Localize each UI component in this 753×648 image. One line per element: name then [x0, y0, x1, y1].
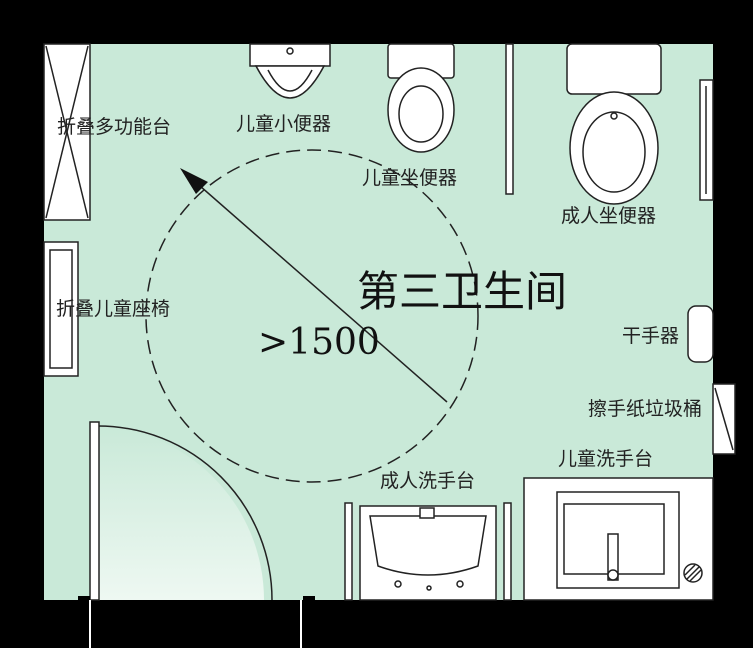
folding-table[interactable]: [43, 43, 91, 221]
label-child-toilet: 儿童坐便器: [362, 167, 457, 189]
label-hand-dryer: 干手器: [622, 325, 679, 347]
turning-circle: [145, 149, 479, 483]
child-urinal[interactable]: [249, 43, 331, 99]
room-title: 第三卫生间: [357, 267, 567, 316]
arrow-head: [180, 168, 208, 194]
radius-line: [183, 171, 448, 403]
door-jamb-right: [303, 596, 315, 648]
label-adult-basin: 成人洗手台: [380, 470, 475, 492]
grab-bar: [505, 43, 514, 195]
door-jamb-left: [78, 596, 90, 648]
label-folding-seat: 折叠儿童座椅: [56, 298, 170, 320]
paper-towel-bin[interactable]: [712, 383, 736, 455]
adult-toilet[interactable]: [566, 43, 662, 205]
radius-dimension: >1500: [258, 322, 380, 363]
label-paper-bin: 擦手纸垃圾桶: [588, 398, 702, 420]
adult-basin[interactable]: [344, 502, 512, 601]
child-basin[interactable]: [523, 477, 714, 601]
label-folding-table: 折叠多功能台: [57, 116, 171, 138]
door[interactable]: [78, 421, 315, 648]
label-adult-toilet: 成人坐便器: [561, 205, 656, 227]
hand-dryer[interactable]: [687, 305, 714, 363]
label-child-urinal: 儿童小便器: [236, 113, 331, 135]
label-child-basin: 儿童洗手台: [558, 448, 653, 470]
folding-child-seat[interactable]: [43, 241, 79, 377]
child-toilet[interactable]: [387, 43, 455, 153]
